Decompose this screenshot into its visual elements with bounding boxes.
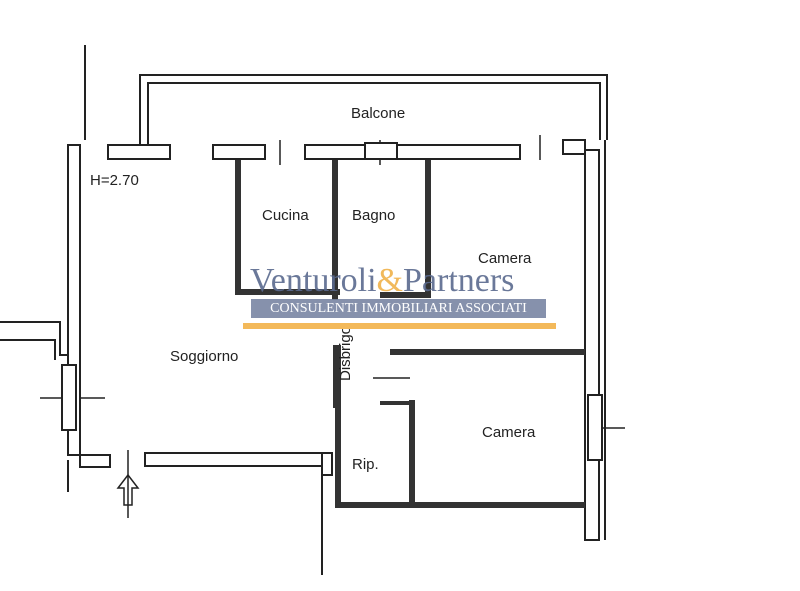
window-right bbox=[587, 394, 603, 461]
watermark-accent-bar bbox=[243, 323, 556, 329]
wall-right bbox=[584, 149, 600, 541]
label-camera-1: Camera bbox=[478, 250, 532, 267]
label-height: H=2.70 bbox=[90, 172, 139, 189]
wall-ripostiglio bbox=[335, 345, 585, 508]
bagno-window bbox=[364, 142, 398, 160]
label-disbrigo: Disbrigo bbox=[337, 325, 355, 382]
label-camera-2: Camera bbox=[482, 424, 536, 441]
label-cucina: Cucina bbox=[262, 207, 309, 224]
watermark-subtitle: CONSULENTI IMMOBILIARI ASSOCIATI bbox=[251, 299, 546, 318]
label-ripostiglio: Rip. bbox=[352, 456, 379, 473]
watermark-ampersand: & bbox=[376, 262, 403, 299]
watermark-brand: Venturoli&Partners bbox=[250, 262, 514, 300]
watermark-brand-part2: Partners bbox=[403, 262, 515, 299]
wall-bagno bbox=[380, 160, 431, 298]
watermark-brand-part1: Venturoli bbox=[250, 262, 377, 299]
entrance-arrow-icon bbox=[116, 473, 140, 506]
balcony-inner bbox=[147, 82, 601, 145]
wall-top-4 bbox=[562, 139, 586, 155]
label-bagno: Bagno bbox=[352, 207, 396, 224]
label-soggiorno: Soggiorno bbox=[170, 348, 239, 365]
wall-cucina bbox=[235, 160, 340, 295]
wall-top-3 bbox=[304, 144, 521, 160]
wall-top-2 bbox=[212, 144, 266, 160]
balcony-outline bbox=[139, 74, 608, 145]
wall-top-1 bbox=[107, 144, 171, 160]
wall-bottom-soggiorno bbox=[144, 452, 331, 467]
window-left bbox=[61, 364, 77, 431]
label-balcone: Balcone bbox=[351, 105, 406, 122]
